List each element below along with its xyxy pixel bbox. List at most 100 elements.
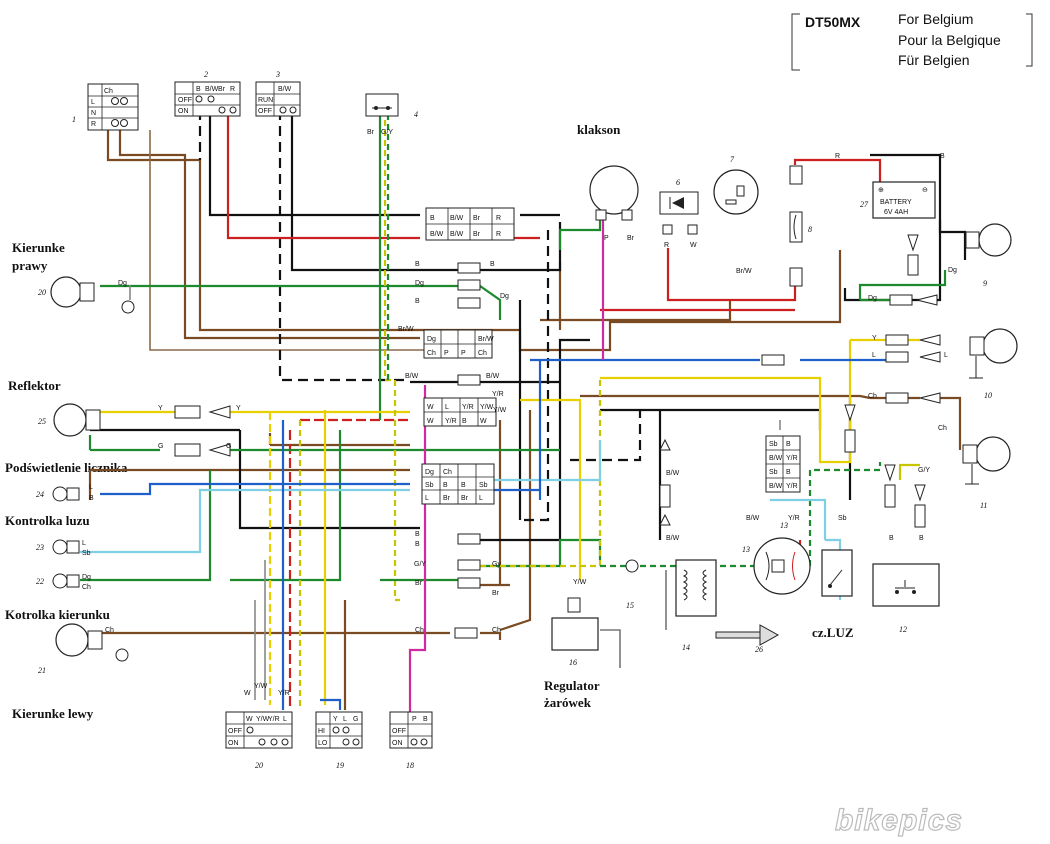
- switch-18-col-p: P: [412, 716, 417, 723]
- number-22: 22: [36, 577, 44, 586]
- wire-label-bw-2: B/W: [486, 373, 500, 380]
- number-11: 11: [980, 501, 987, 510]
- wire-label-b-5: B: [415, 531, 420, 538]
- ignition-coil-15: 14 26: [675, 559, 780, 654]
- connector-bottom: Dg Ch Sb B B Sb L Br Br L: [421, 463, 495, 505]
- connector-top: B B/W Br R B/W B/W Br R: [425, 207, 515, 241]
- mid-conn-pin-4: P: [461, 350, 466, 357]
- wire-label-g-1: G: [158, 443, 163, 450]
- switch-2-col-b: B: [196, 86, 201, 93]
- bottom-conn-pin-5: B: [461, 482, 466, 489]
- number-25: 25: [38, 417, 46, 426]
- wire-label-yr-3: Y/R: [278, 690, 290, 697]
- wire-label-dg-4: Dg: [82, 574, 91, 581]
- switch-2-row-off: OFF: [178, 97, 192, 104]
- switch-1-row-n: N: [91, 110, 96, 117]
- wire-label-brw-2: Br/W: [736, 268, 752, 275]
- wire-label-b-8: B: [919, 535, 924, 542]
- switch-2-row-on: ON: [178, 108, 189, 115]
- switch-20-col-yr: Y/R: [268, 716, 280, 723]
- switch-18-row-off: OFF: [392, 728, 406, 735]
- bulb-23: 23: [36, 539, 80, 555]
- switch-18: P B OFF ON 18: [389, 711, 433, 770]
- switch-19-col-l: L: [343, 716, 347, 723]
- number-19: 19: [336, 761, 344, 770]
- switch-2: OFF ON B B/W Br R 2: [174, 70, 241, 117]
- connector-low: W L Y/R Y/W W Y/R B W: [423, 397, 497, 427]
- wire-label-l-3: L: [872, 352, 876, 359]
- mid-conn-pin-6: Br/W: [478, 336, 494, 343]
- bulb-20: 20: [38, 276, 135, 314]
- wire-label-dg-6: Dg: [948, 267, 957, 274]
- wire-label-sb-2: Sb: [838, 515, 847, 522]
- top-conn-pin-7: Br: [473, 231, 481, 238]
- low-conn-pin-1: W: [427, 404, 434, 411]
- battery-plus-icon: ⊕: [878, 187, 884, 194]
- wire-label-dg-2: Dg: [415, 280, 424, 287]
- cdi-pin-b-2: B: [786, 469, 791, 476]
- battery: ⊕ ⊖ BATTERY 6V 4AH 27: [860, 181, 936, 219]
- wire-label-gy-3: G/Y: [918, 467, 930, 474]
- connector-arrows: [208, 234, 941, 526]
- switch-18-row-on: ON: [392, 740, 403, 747]
- label-regulator-1: Regulator: [544, 678, 600, 693]
- switch-3: RUN OFF B/W 3: [255, 70, 301, 117]
- wire-label-gy-2: Gy: [492, 561, 501, 568]
- neutral-switch: [821, 549, 853, 597]
- connector-right: Sb B B/W Y/R Sb B B/W Y/R: [765, 435, 801, 493]
- label-regulator-2: żarówek: [544, 695, 592, 710]
- bullet-connectors: [174, 254, 926, 639]
- wire-label-yw-3: Y/W: [254, 683, 268, 690]
- wire-label-w-1: W: [244, 690, 251, 697]
- label-podswietlenie: Podświetlenie licznika: [5, 460, 128, 475]
- bottom-conn-pin-10: L: [479, 495, 483, 502]
- cdi-pin-yr-1: Y/R: [786, 455, 798, 462]
- switch-1-row-r: R: [91, 121, 96, 128]
- switch-20-col-w: W: [246, 716, 253, 723]
- number-17: 16: [569, 658, 577, 667]
- wire-label-ch-4: Ch: [492, 627, 501, 634]
- bulb-9: 9: [965, 223, 1012, 288]
- mid-conn-pin-1: Dg: [427, 336, 436, 343]
- horn-wire-p: P: [604, 235, 609, 242]
- number-24: 24: [36, 490, 44, 499]
- low-conn-pin-8: W: [480, 418, 487, 425]
- label-reflektor: Reflektor: [8, 378, 61, 393]
- bulb-11: 11: [962, 436, 1011, 510]
- regulator-17: 16: [551, 597, 599, 667]
- rectifier-wire-w: W: [690, 242, 697, 249]
- number-27: 27: [860, 200, 869, 209]
- wire-label-sb: Sb: [82, 550, 91, 557]
- label-kierunke-prawy-2: prawy: [12, 258, 48, 273]
- cdi-pin-b-1: B: [786, 441, 791, 448]
- wire-label-bw-1: B/W: [405, 373, 419, 380]
- switch-19-col-g: G: [353, 716, 358, 723]
- number-18: 18: [406, 761, 414, 770]
- label-klakson: klakson: [577, 122, 621, 137]
- wire-label-b-4: B: [89, 495, 94, 502]
- switch-19-row-lo: LO: [318, 740, 328, 747]
- low-conn-pin-5: W: [427, 418, 434, 425]
- bottom-conn-pin-8: Br: [443, 495, 451, 502]
- low-conn-pin-2: L: [445, 404, 449, 411]
- switch-12: 12: [872, 563, 940, 634]
- battery-spec: 6V 4AH: [884, 209, 908, 216]
- wire-label-y-1: Y: [158, 405, 163, 412]
- rectifier-6: 6 R W: [659, 178, 699, 249]
- rectifier-wire-r: R: [664, 242, 669, 249]
- label-kierunke-lewy: Kierunke lewy: [12, 706, 94, 721]
- bottom-conn-pin-4: B: [443, 482, 448, 489]
- label-cz-luz: cz.LUZ: [812, 625, 854, 640]
- header-line-2: Pour la Belgique: [898, 32, 1001, 48]
- wire-label-yr-2: Y/R: [788, 515, 800, 522]
- wire-label-ch-6: Ch: [938, 425, 947, 432]
- wire-label-ch-1: Ch: [82, 584, 91, 591]
- number-4: 4: [414, 110, 418, 119]
- number-1: 1: [72, 115, 76, 124]
- wire-label-l-4: L: [944, 352, 948, 359]
- number-9: 9: [983, 279, 987, 288]
- top-conn-pin-5: B/W: [430, 231, 444, 238]
- switch-2-col-br: Br: [218, 86, 226, 93]
- wire-label-bw-3: B/W: [746, 515, 760, 522]
